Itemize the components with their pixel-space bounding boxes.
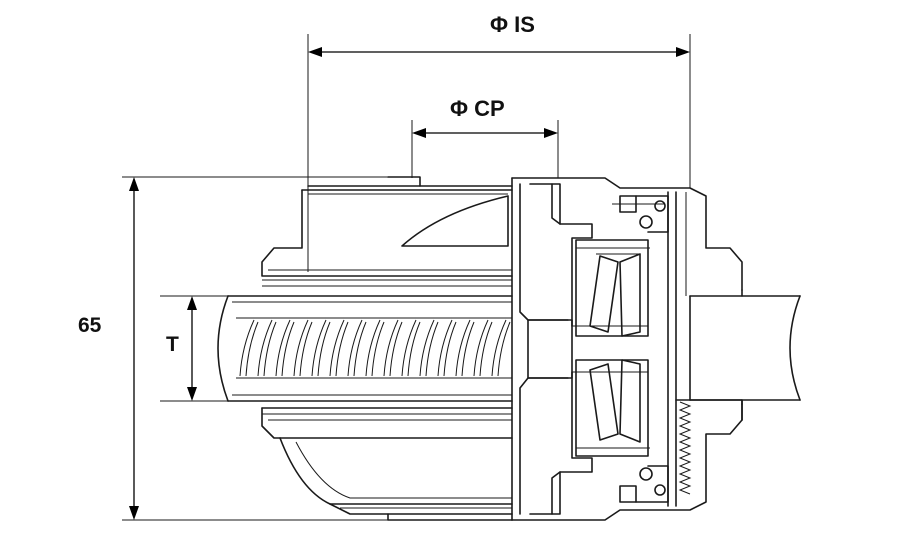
thickness-label: T — [166, 333, 179, 356]
spline-tooth-edge — [425, 321, 439, 377]
spline-tooth-edge — [299, 321, 313, 377]
spline-shaft — [217, 295, 513, 402]
outer-housing-lower — [261, 407, 513, 521]
spline-tooth-edge — [497, 321, 511, 377]
spline-tooth-edge — [245, 321, 259, 377]
spline-tooth-edge — [335, 321, 349, 377]
outer-housing-upper — [261, 176, 513, 287]
spline-tooth-edge — [371, 321, 385, 377]
spline-tooth-edge — [389, 321, 403, 377]
center-piece-diameter-label: Φ CP — [450, 96, 505, 121]
dimension-cp — [411, 120, 559, 178]
spline-tooth-edge — [263, 321, 277, 377]
spline-tooth-edge — [281, 321, 295, 377]
dimension-65 — [122, 176, 420, 521]
spline-tooth — [239, 319, 255, 377]
spline-tooth — [455, 319, 471, 377]
spline-tooth — [437, 319, 453, 377]
spline-tooth — [365, 319, 381, 377]
spline-tooth — [347, 319, 363, 377]
spline-tooth — [311, 319, 327, 377]
spline-tooth-edge — [479, 321, 493, 377]
spline-tooth — [257, 319, 273, 377]
spline-tooth-edge — [353, 321, 367, 377]
spline-tooth-edge — [461, 321, 475, 377]
spline-tooth — [275, 319, 291, 377]
dimension-t — [160, 295, 232, 402]
spline-tooth — [329, 319, 345, 377]
overall-height-label: 65 — [78, 314, 102, 337]
spline-tooth — [293, 319, 309, 377]
spline-tooth-edge — [443, 321, 457, 377]
inner-spline-diameter-label: Φ IS — [490, 12, 535, 37]
spline-tooth-edge — [407, 321, 421, 377]
spline-tooth — [473, 319, 489, 377]
spline-tooth — [401, 319, 417, 377]
dimension-is — [307, 34, 691, 272]
spline-tooth — [383, 319, 399, 377]
spline-tooth — [491, 319, 507, 377]
spline-tooth-edge — [317, 321, 331, 377]
spline-tooth — [419, 319, 435, 377]
bearing-cross-section — [511, 177, 801, 521]
